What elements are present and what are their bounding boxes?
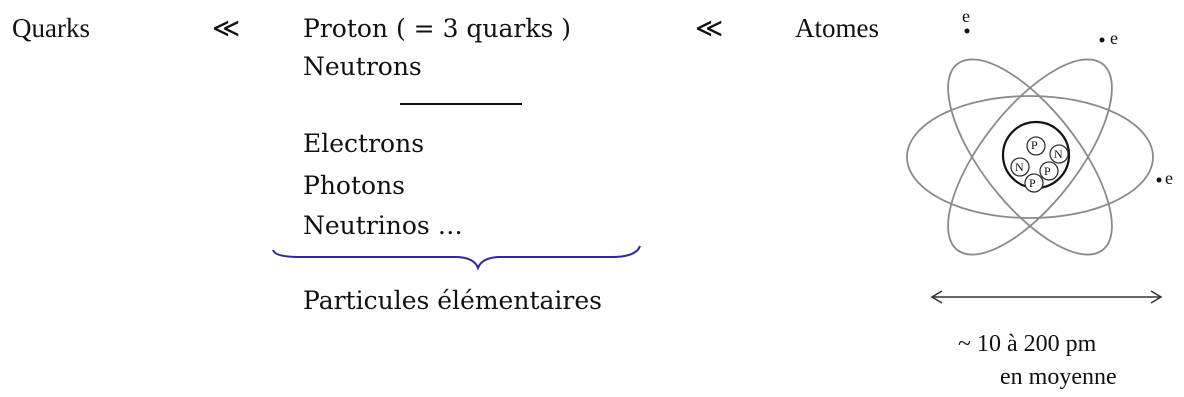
proton-top-letter: P bbox=[1031, 138, 1038, 152]
orbit-tilt-left bbox=[947, 58, 1113, 256]
proton-bottom-letter: P bbox=[1029, 176, 1036, 190]
electron-dots bbox=[964, 28, 1162, 183]
neutron-right-letter: N bbox=[1054, 147, 1063, 161]
proton-label: Proton ( = 3 quarks ) bbox=[303, 14, 572, 43]
atomes-label: Atomes bbox=[795, 13, 879, 43]
electrons-label: Electrons bbox=[303, 129, 425, 158]
orbit-horizontal bbox=[906, 95, 1154, 219]
atom-size-label: ~ 10 à 200 pm bbox=[958, 331, 1097, 357]
neutrinos-label: Neutrinos … bbox=[303, 211, 463, 240]
proton-center bbox=[1039, 161, 1059, 181]
electron-label-top-left: e bbox=[962, 6, 970, 26]
neutrons-label: Neutrons bbox=[303, 52, 422, 81]
proton-bottom bbox=[1024, 173, 1044, 193]
proton-top bbox=[1026, 136, 1046, 156]
orbit-tilt-right bbox=[947, 58, 1113, 256]
much-less-than-symbol: ≪ bbox=[212, 13, 241, 43]
photons-label: Photons bbox=[303, 171, 406, 200]
neutron-right bbox=[1049, 144, 1069, 164]
quarks-label: Quarks bbox=[12, 13, 90, 43]
particules-elementaires-label: Particules élémentaires bbox=[303, 286, 602, 315]
atom-drawing bbox=[906, 58, 1154, 256]
proton-center-letter: P bbox=[1044, 164, 1051, 178]
size-double-arrow bbox=[930, 290, 1163, 304]
much-less-than-symbol-2: ≪ bbox=[695, 13, 724, 43]
neutron-left-letter: N bbox=[1015, 160, 1024, 174]
electron-dot-top-left bbox=[964, 28, 970, 34]
atom-size-average-label: en moyenne bbox=[1000, 364, 1117, 390]
neutron-left bbox=[1010, 157, 1030, 177]
electron-label-right: e bbox=[1165, 168, 1173, 188]
electron-dot-top-right bbox=[1099, 37, 1105, 43]
curly-brace bbox=[272, 245, 641, 271]
electron-dot-right bbox=[1156, 177, 1162, 183]
separator-line bbox=[400, 103, 522, 105]
nucleons bbox=[1010, 136, 1069, 193]
electron-label-top-right: e bbox=[1110, 28, 1118, 48]
